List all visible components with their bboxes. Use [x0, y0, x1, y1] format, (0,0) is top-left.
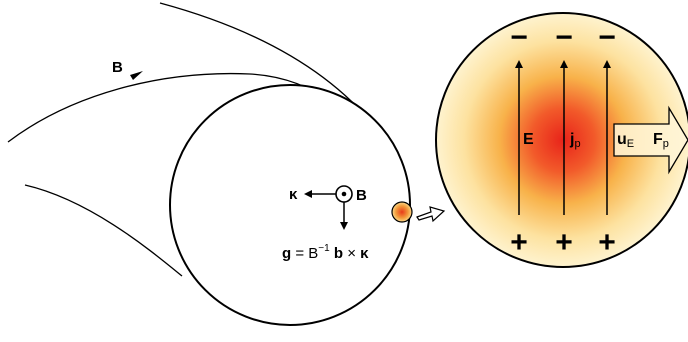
formula-times: × — [343, 245, 360, 262]
formula: g = B−1 b × κ — [282, 243, 369, 262]
positive-charge-2: + — [555, 226, 573, 259]
Fp-main: F — [653, 131, 663, 148]
jp-label: jp — [569, 131, 581, 150]
vertical-arrows — [515, 60, 611, 215]
uE-sub: E — [627, 138, 634, 150]
charge-labels: − − − + + + — [510, 21, 616, 259]
small-plasma-blob — [391, 201, 413, 223]
jp-sub: p — [574, 138, 580, 150]
kappa-label: κ — [289, 186, 298, 203]
flux-tube-circle — [169, 84, 411, 326]
formula-kappa: κ — [360, 245, 369, 262]
Fp-label: Fp — [653, 131, 669, 150]
jp-main: j — [569, 131, 574, 148]
positive-charge-3: + — [598, 226, 616, 259]
formula-b: b — [330, 245, 343, 262]
curvature-vectors: κ B g = B−1 b × κ — [282, 185, 369, 262]
zoomed-plasma-blob — [435, 12, 688, 268]
uE-label: uE — [617, 131, 634, 150]
field-line-lower-left — [24, 184, 183, 277]
b-field-dot-icon — [341, 191, 347, 197]
formula-exp: −1 — [318, 243, 330, 254]
positive-charge-1: + — [510, 226, 528, 259]
negative-charge-1: − — [510, 21, 528, 54]
Fp-sub: p — [663, 138, 669, 150]
b-label: B — [356, 187, 367, 204]
field-line-label: B — [112, 59, 123, 76]
negative-charge-2: − — [555, 21, 573, 54]
formula-eq: = B — [291, 245, 318, 262]
field-direction-arrow-icon — [130, 71, 143, 80]
force-arrow — [613, 105, 688, 175]
negative-charge-3: − — [598, 21, 616, 54]
formula-g: g — [282, 245, 291, 262]
zoom-arrow-icon — [416, 206, 446, 223]
uE-main: u — [617, 131, 627, 148]
E-label: E — [523, 131, 534, 148]
